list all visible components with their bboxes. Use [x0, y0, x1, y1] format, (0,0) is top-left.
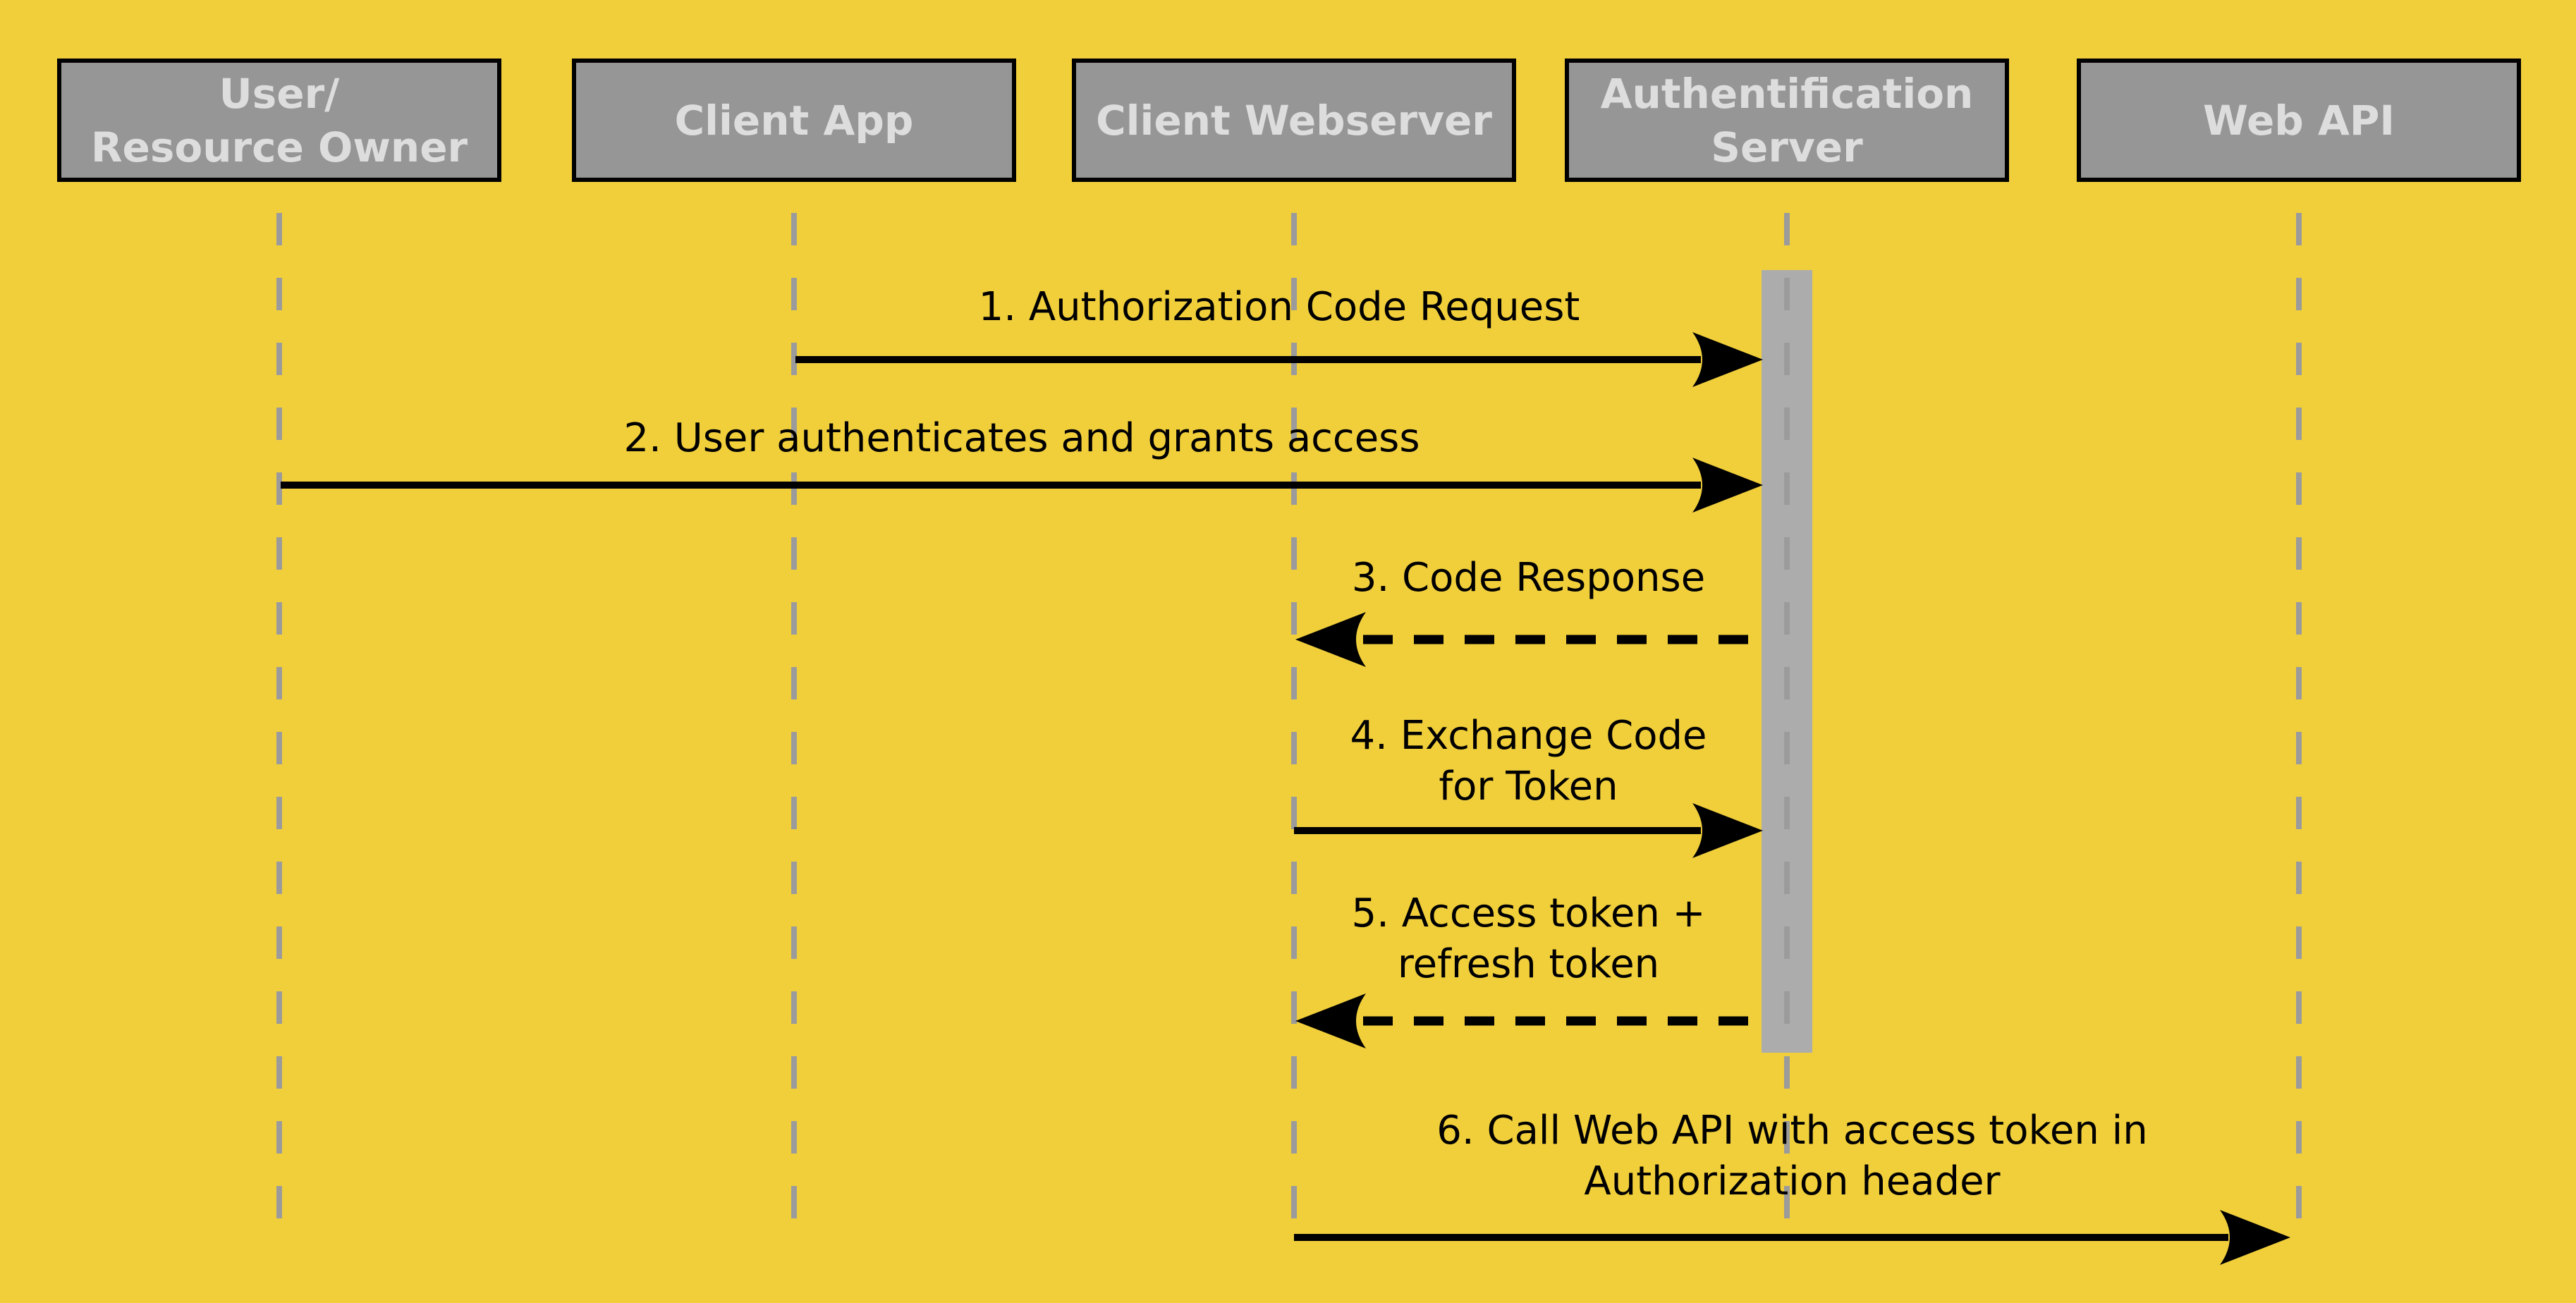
- message-2-arrow: [281, 458, 1763, 513]
- lifeline-user-resource-owner: [276, 213, 282, 1220]
- message-3-label: 3. Code Response: [1351, 555, 1706, 601]
- message-6-arrow: [1294, 1210, 2290, 1265]
- actor-label-web-api: Web API: [2203, 96, 2395, 145]
- message-1-label: 1. Authorization Code Request: [978, 284, 1580, 330]
- message-2-label: 2. User authenticates and grants access: [623, 415, 1420, 461]
- actor-label-authentification-server: Authentification Server: [1600, 69, 1974, 171]
- message-1-arrow: [795, 332, 1763, 387]
- message-5-arrow: [1295, 993, 1763, 1048]
- actor-box-client-webserver: Client Webserver: [1072, 59, 1516, 182]
- message-4-label: 4. Exchange Code for Token: [1350, 713, 1707, 809]
- actor-box-web-api: Web API: [2077, 59, 2521, 182]
- actor-box-authentification-server: Authentification Server: [1565, 59, 2009, 182]
- message-4-arrow: [1294, 803, 1763, 858]
- actor-label-client-webserver: Client Webserver: [1096, 96, 1492, 145]
- lifeline-authentification-server: [1784, 213, 1790, 1220]
- lifeline-client-app: [791, 213, 797, 1220]
- message-5-label: 5. Access token + refresh token: [1351, 891, 1706, 987]
- lifeline-client-webserver: [1291, 213, 1297, 1220]
- message-6-label: 6. Call Web API with access token in Aut…: [1436, 1108, 2148, 1204]
- actor-label-user-resource-owner: User/ Resource Owner: [90, 69, 468, 171]
- message-3-arrow: [1295, 612, 1763, 667]
- actor-label-client-app: Client App: [674, 96, 914, 145]
- actor-box-client-app: Client App: [572, 59, 1016, 182]
- lifeline-web-api: [2296, 213, 2302, 1220]
- actor-box-user-resource-owner: User/ Resource Owner: [57, 59, 501, 182]
